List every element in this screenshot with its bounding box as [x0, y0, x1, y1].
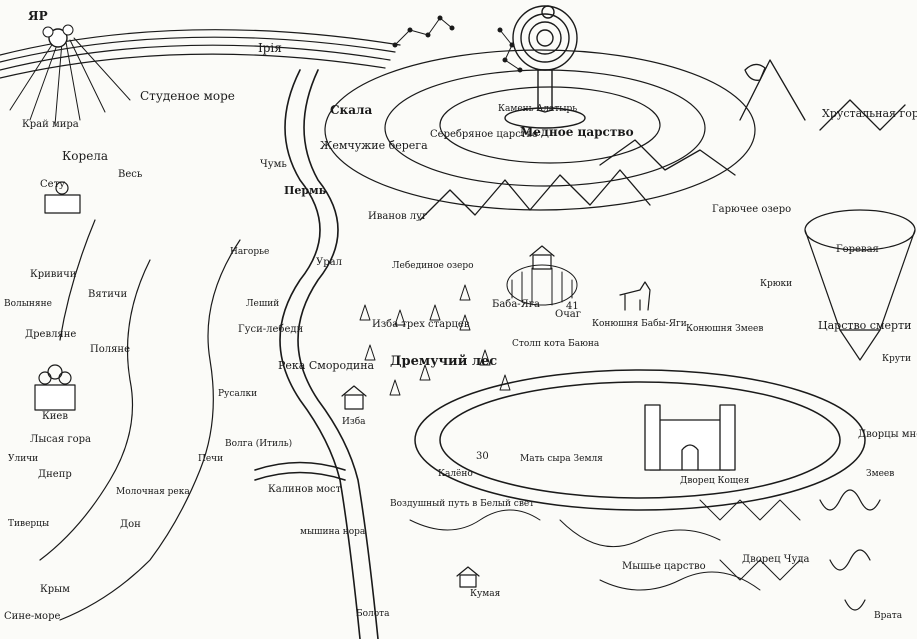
koshchei-realm	[414, 369, 866, 511]
label-ivanov-lug: Иванов луг	[368, 211, 428, 222]
label-lysaya-gora: Лысая гора	[30, 434, 91, 445]
label-vyatichi: Вятичи	[88, 289, 128, 300]
label-molochnaya: Молочная река	[116, 487, 190, 497]
label-lebedinoe: Лебединое озеро	[392, 261, 474, 271]
label-kiev: Киев	[42, 411, 68, 422]
horse-icon	[619, 281, 651, 311]
label-stolp-kota: Столп кота Баюна	[512, 339, 600, 349]
label-izba-startsev: Изба трех старцев	[372, 319, 470, 330]
label-skala: Скала	[330, 103, 373, 117]
label-kristalnaya: Хрустальная гора	[822, 107, 917, 120]
label-drevlyane: Древляне	[25, 329, 77, 340]
label-zmeev: Змеев	[866, 469, 895, 479]
label-vrata: Врата	[874, 611, 903, 621]
mountain-range	[419, 59, 906, 221]
label-ulichi: Уличи	[8, 454, 39, 464]
label-volga: Волга (Итиль)	[225, 439, 293, 449]
label-mednoe-tsarstvo: Медное царство	[520, 125, 634, 139]
church-icon	[34, 181, 81, 411]
label-rusalki: Русалки	[218, 389, 258, 399]
label-leshiy: Леший	[246, 299, 280, 309]
sun-cluster-icon	[42, 24, 74, 48]
label-chum: Чумь	[260, 159, 287, 170]
label-mysheva-nora: мышина нора	[300, 527, 366, 537]
alatyr-stone-icon	[504, 69, 586, 129]
kalinov-bridge	[254, 461, 346, 481]
label-vozdushnyy-put: Воздушный путь в Белый свет	[390, 499, 535, 509]
label-nagorye: Нагорье	[230, 247, 270, 257]
label-zmeev-dvorets: Дворцы многоглавых Змеев	[858, 429, 917, 440]
whirlwind-icon	[804, 209, 916, 361]
label-dvorets-chuda: Дворец Чуда	[742, 554, 810, 565]
sun-spiral-icon	[512, 5, 578, 71]
label-ochag: Очаг	[555, 309, 582, 320]
label-myshye-tsarstvo: Мышье царство	[622, 561, 706, 572]
label-ves: Весь	[118, 169, 143, 180]
sun-rays	[9, 37, 131, 126]
label-pechi: Печи	[198, 454, 224, 464]
label-konyushnya-zmeev: Конюшня Змеев	[686, 324, 764, 334]
skull-pole-icon	[506, 264, 578, 306]
castle-icon	[644, 404, 736, 471]
label-reka-smorodina: Река Смородина	[278, 359, 375, 372]
left-rivers	[39, 219, 241, 621]
label-sinee-more: Сине-море	[4, 611, 61, 622]
raven-icon	[744, 63, 766, 81]
underground-lines	[409, 499, 801, 591]
label-tivertsy: Тиверцы	[8, 519, 50, 529]
label-kamen-alatyr: Камень Алатырь	[498, 104, 578, 114]
label-korela: Корела	[62, 149, 109, 163]
label-iriya: Ірія	[258, 41, 282, 55]
label-don: Дон	[120, 519, 141, 530]
label-setu: Сету	[40, 179, 65, 190]
label-zhemchuzhie: Жемчужие берега	[320, 139, 428, 152]
label-kruti: Крути	[882, 354, 911, 364]
label-tsarstvo-smerti: Царство смерти	[818, 319, 912, 332]
label-volyniane: Волыняне	[4, 299, 52, 309]
snake-icon	[819, 489, 881, 611]
label-baba-yaga: Баба-Яга	[492, 299, 540, 310]
label-num-30: 30	[476, 451, 489, 462]
label-studenoe-more: Студеное море	[140, 89, 235, 103]
label-krym: Крым	[40, 584, 70, 595]
label-krivichi: Кривичи	[30, 269, 77, 280]
label-garyuchee: Гарючее озеро	[712, 204, 792, 215]
label-goreva: Горевая	[836, 244, 879, 255]
label-serebryanoe: Серебряное царство	[430, 129, 538, 140]
label-kaleno: Калёно	[438, 469, 473, 479]
constellation-icon	[392, 15, 523, 73]
label-kumaya: Кумая	[470, 589, 501, 599]
label-konushnya: Конюшня Бабы-Яги	[592, 319, 687, 329]
label-num-41: 41	[566, 301, 579, 312]
label-perm: Пермь	[284, 184, 327, 197]
label-gusi-lebedi: Гуси-лебеди	[238, 324, 304, 335]
label-polyane: Поляне	[90, 344, 130, 355]
label-bolota: Болота	[356, 609, 390, 619]
hut-icon	[341, 245, 555, 588]
label-dnepr: Днепр	[38, 469, 72, 480]
label-kalinov-most: Калинов мост	[268, 484, 342, 495]
label-kray-mira: Край мира	[22, 119, 79, 130]
label-dremuchiy-les: Дремучий лес	[390, 354, 498, 369]
ocean-rings	[324, 49, 756, 211]
label-yar: ЯР	[28, 9, 48, 23]
tree-icon	[359, 284, 511, 396]
label-izba: Изба	[342, 417, 366, 427]
label-dvorets-koshcheya: Дворец Кощея	[680, 476, 750, 486]
label-ural: Урал	[316, 257, 342, 268]
main-river	[279, 69, 379, 639]
label-mat-zemlya: Мать сыра Земля	[520, 454, 603, 464]
label-kryuki: Крюки	[760, 279, 793, 289]
